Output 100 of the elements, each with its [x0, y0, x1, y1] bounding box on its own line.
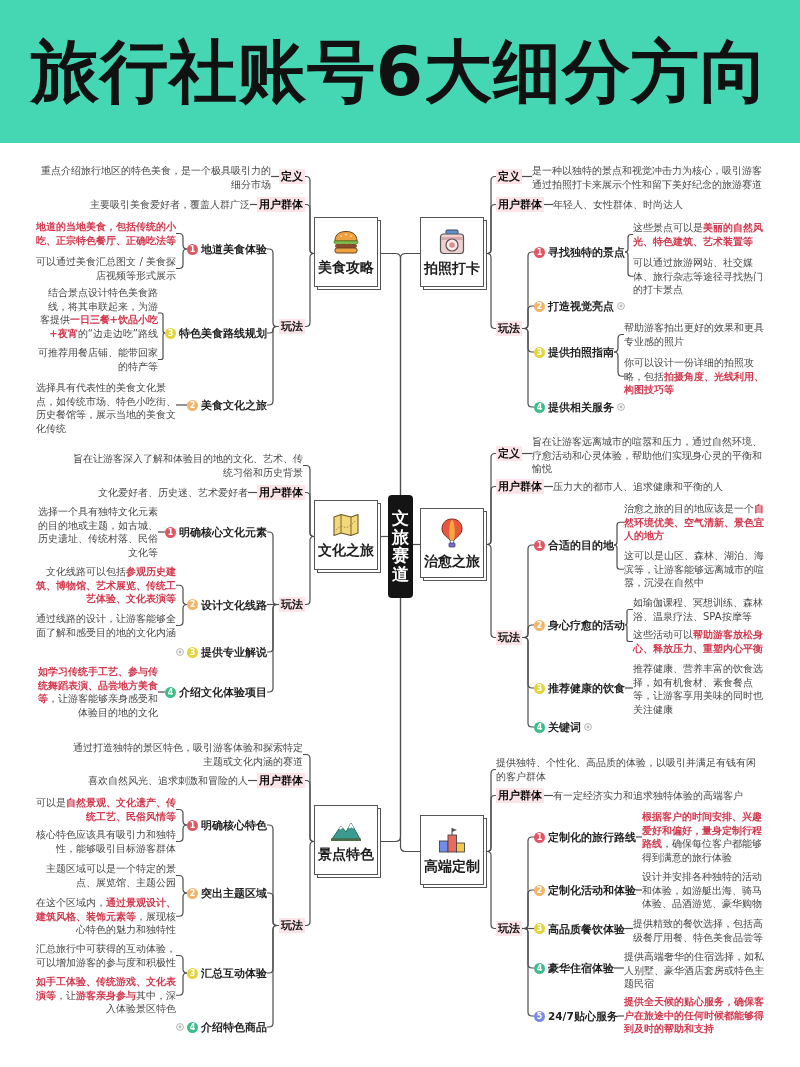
connector-line — [304, 535, 315, 606]
branch-title: 提供拍照指南 — [548, 345, 614, 359]
branch-title: 设计文化线路 — [201, 597, 267, 612]
connector-line — [175, 808, 188, 826]
connector-line — [624, 251, 634, 277]
description-text: 如手工体验、传统游戏、文化表演等，让游客亲身参与其中，深入体验景区特色 — [34, 975, 176, 1016]
section-label: 用户群体 — [496, 788, 544, 803]
description-text: 可以通过旅游网站、社交媒体、旅行杂志等途径寻找热门的打卡景点 — [633, 256, 765, 297]
step-number: 2 — [187, 599, 198, 610]
connector-line — [486, 543, 497, 639]
branch-title: 定制化活动和体验 — [548, 883, 636, 897]
description-text: 可以通过美食汇总图文 / 美食探店视频等形式展示 — [34, 255, 176, 282]
connector-line — [249, 203, 258, 206]
description-text: 是一种以独特的景点和视觉冲击力为核心，吸引游客通过拍照打卡来展示个性和留下美好纪念的旅游赛道 — [532, 164, 766, 191]
branch-title: 高品质餐饮体验 — [548, 921, 625, 936]
step-number: 2 — [187, 399, 198, 411]
section-label: 用户群体 — [496, 197, 544, 212]
connector-line — [175, 824, 188, 843]
category-title: 治愈之旅 — [424, 552, 480, 569]
connector-line — [486, 203, 497, 255]
step-number: 2 — [534, 300, 545, 312]
central-topic: 文旅赛道 — [388, 495, 413, 598]
description-text: 压力大的都市人、追求健康和平衡的人 — [553, 480, 723, 494]
connector-line — [624, 233, 634, 253]
section-label: 玩法 — [279, 319, 305, 334]
description-text: 在这个区域内，通过景观设计、建筑风格、装饰元素等，展现核心特色的魅力和独特性 — [34, 896, 176, 937]
section-label: 玩法 — [496, 630, 522, 645]
step-number: 1 — [534, 831, 545, 843]
description-text: 提供高端奢华的住宿选择，如私人别墅、豪华酒店套房或特色主题民宿 — [624, 950, 766, 991]
category-card — [420, 508, 487, 581]
connector-line — [624, 608, 634, 626]
step-number: 3 — [534, 682, 545, 694]
category-title: 拍照打卡 — [424, 259, 480, 276]
step-number: 4 — [534, 962, 545, 974]
branch-title: 提供专业解说 — [201, 645, 267, 659]
step-number: 1 — [187, 819, 198, 831]
branch-title: 突出主题区域 — [201, 886, 267, 900]
connector-line — [157, 312, 166, 334]
description-text: 重点介绍旅行地区的特色美食，是一个极具吸引力的细分市场 — [37, 164, 271, 191]
step-number: 2 — [187, 887, 198, 899]
branch-title: 汇总互动体验 — [201, 966, 267, 980]
connector-line — [521, 927, 535, 1017]
section-label: 用户群体 — [496, 479, 544, 494]
branch-title: 介绍文化体验项目 — [179, 685, 267, 699]
step-number: 4 — [534, 721, 545, 733]
connector-line — [486, 794, 497, 853]
step-number: 4 — [534, 401, 545, 413]
connector-line — [175, 954, 188, 974]
connector-line — [304, 252, 315, 328]
connector-line — [624, 624, 634, 643]
category-title: 文化之旅 — [318, 541, 374, 558]
section-label: 用户群体 — [257, 197, 305, 212]
description-text: 主要吸引美食爱好者，覆盖人群广泛 — [90, 198, 250, 212]
connector-line — [412, 543, 421, 546]
connector-line — [399, 252, 421, 496]
description-text: 选择一个具有独特文化元素的目的地或主题，如古城、历史遗址、传统村落、民俗文化等 — [36, 505, 158, 559]
connector-line — [521, 327, 535, 408]
step-number: 4 — [187, 1021, 198, 1033]
section-label: 定义 — [279, 169, 305, 184]
connector-line — [304, 840, 315, 927]
section-label: 玩法 — [279, 597, 305, 612]
branch-title: 地道美食体验 — [201, 242, 267, 256]
description-text: 你可以设计一份详细的拍照攻略，包括拍摄角度、光线利用、构图技巧等 — [624, 356, 766, 397]
step-number: 3 — [187, 646, 198, 658]
page-title: 旅行社账号6大细分方向 — [30, 31, 770, 112]
branch-title: 合适的目的地 — [548, 538, 614, 552]
section-label: 用户群体 — [257, 485, 305, 500]
description-text: 提供独特、个性化、高品质的体验，以吸引并满足有钱有闲的客户群体 — [496, 756, 758, 783]
section-label: 玩法 — [279, 918, 305, 933]
description-text: 帮助游客拍出更好的效果和更具专业感的照片 — [624, 321, 766, 348]
category-title: 景点特色 — [318, 845, 374, 862]
connector-line — [617, 1015, 625, 1017]
connector-line — [486, 252, 497, 330]
branch-title: 美食文化之旅 — [201, 398, 267, 412]
step-number: 1 — [165, 526, 176, 538]
branch-title: 特色美食路线规划 — [179, 326, 267, 340]
description-text: 通过打造独特的景区特色，吸引游客体验和探索特定主题或文化内涵的赛道 — [71, 741, 303, 768]
category-card — [420, 217, 487, 290]
branch-title: 身心疗愈的活动 — [548, 618, 625, 632]
connector-line — [613, 333, 625, 353]
branch-title: 明确核心文化元素 — [179, 525, 267, 539]
connector-line — [304, 491, 315, 538]
description-text: 旨在让游客远离城市的喧嚣和压力，通过自然环境、疗愈活动和心灵体验，帮助他们实现身心灵的平衡和愉悦 — [532, 435, 766, 476]
step-number: 2 — [534, 884, 545, 896]
description-text: 文化线路可以包括参观历史建筑、博物馆、艺术展览、传统工艺体验、文化表演等 — [34, 565, 176, 606]
description-text: 有一定经济实力和追求独特体验的高端客户 — [553, 789, 743, 803]
step-number: 3 — [187, 967, 198, 979]
branch-title: 豪华住宿体验 — [548, 961, 614, 975]
category-card — [420, 815, 487, 888]
branch-title: 打造视觉亮点 — [548, 299, 614, 313]
connector-line — [486, 485, 497, 546]
description-text: 可以是自然景观、文化遗产、传统工艺、民俗风情等 — [34, 796, 176, 823]
description-text: 可推荐用餐店铺、能带回家的特产等 — [36, 346, 158, 373]
branch-title: 关键词 — [548, 720, 581, 734]
section-label: 玩法 — [496, 921, 522, 936]
description-text: 这些景点可以是美丽的自然风光、特色建筑、艺术装置等 — [633, 221, 765, 248]
description-text: 设计并安排各种独特的活动和体验，如游艇出海、骑马体验、品酒游览、豪华购物 — [642, 870, 764, 911]
description-text: 文化爱好者、历史迷、艺术爱好者 — [98, 486, 248, 500]
connector-line — [613, 967, 625, 969]
branch-title: 提供相关服务 — [548, 400, 614, 414]
